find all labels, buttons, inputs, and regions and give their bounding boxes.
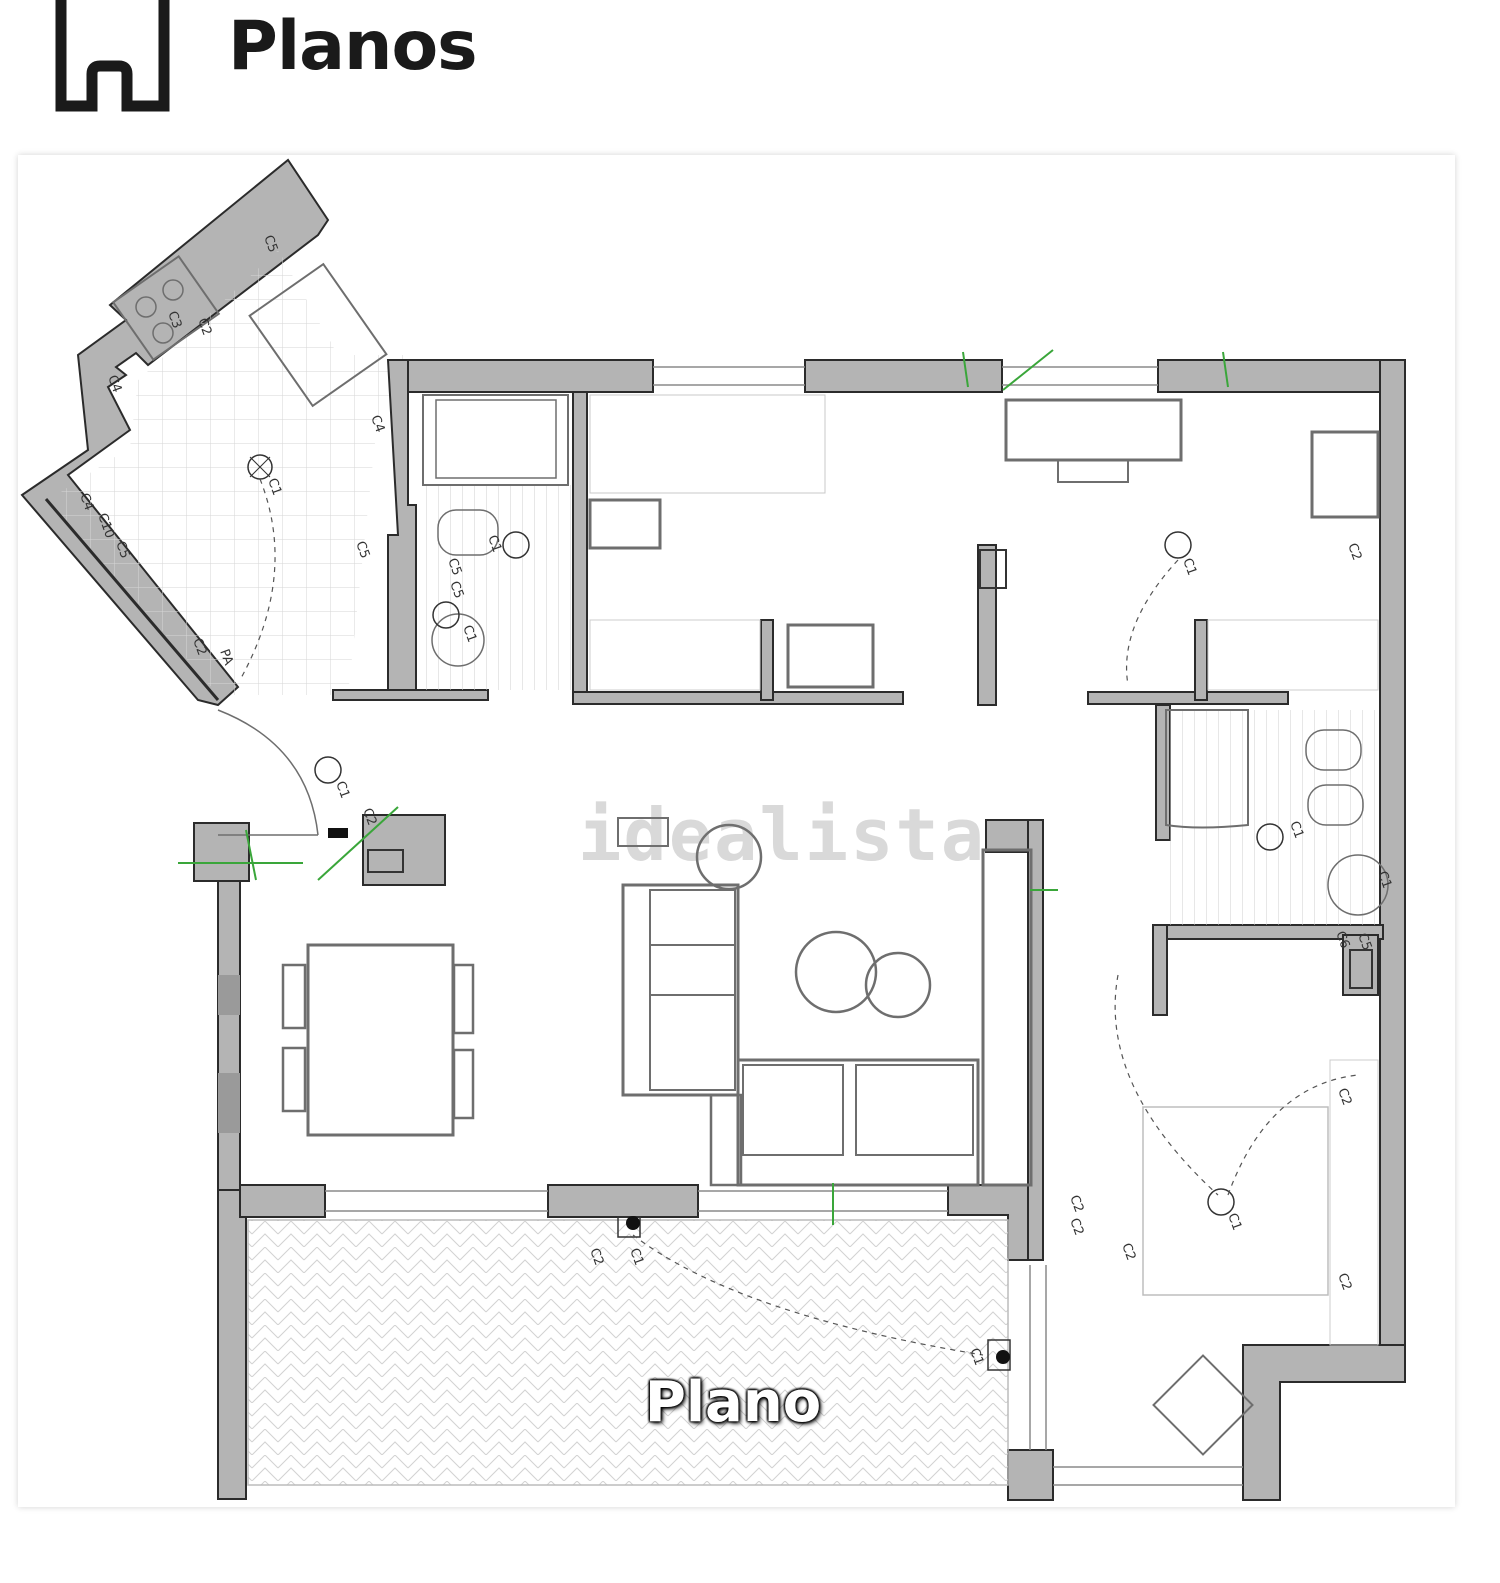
svg-text:C2: C2 xyxy=(359,806,379,827)
svg-text:C1: C1 xyxy=(459,623,479,644)
svg-text:C1: C1 xyxy=(1374,869,1394,890)
plan-caption: Plano xyxy=(644,1370,822,1435)
svg-text:C1: C1 xyxy=(1286,819,1306,840)
svg-text:C1: C1 xyxy=(626,1246,646,1267)
svg-text:C5: C5 xyxy=(260,233,280,254)
svg-text:C4: C4 xyxy=(367,413,387,434)
section-header: Planos xyxy=(0,0,1500,130)
outer-walls xyxy=(193,359,1406,1501)
svg-text:C2: C2 xyxy=(1066,1216,1086,1237)
floorplan-icon xyxy=(55,0,170,112)
svg-text:C2: C2 xyxy=(1334,1271,1354,1292)
circuit-labels: C5 C3 C2 C4 C1 C4 C10 C5 C2 PA C4 C5 C1 … xyxy=(76,233,1394,1367)
svg-text:C5: C5 xyxy=(1354,931,1374,952)
svg-text:C1: C1 xyxy=(332,779,352,800)
svg-text:C4: C4 xyxy=(76,491,96,512)
svg-text:C4: C4 xyxy=(104,373,124,394)
terrace xyxy=(247,1219,1009,1486)
annotation-lines xyxy=(178,349,1229,1225)
svg-text:C1: C1 xyxy=(264,476,284,497)
svg-text:C6: C6 xyxy=(1332,929,1352,950)
svg-text:C2: C2 xyxy=(1344,541,1364,562)
bathtub xyxy=(422,394,569,486)
svg-text:C2: C2 xyxy=(189,636,209,657)
svg-text:PA: PA xyxy=(216,647,236,667)
svg-text:C2: C2 xyxy=(1118,1241,1138,1262)
floor-plan-image[interactable]: C5 C3 C2 C4 C1 C4 C10 C5 C2 PA C4 C5 C1 … xyxy=(18,155,1455,1507)
svg-text:C1: C1 xyxy=(1224,1211,1244,1232)
svg-text:C2: C2 xyxy=(1066,1193,1086,1214)
svg-text:C5: C5 xyxy=(112,539,132,560)
interior-walls xyxy=(332,391,1384,1016)
svg-text:C5: C5 xyxy=(444,556,464,577)
watermark: idealista xyxy=(578,793,987,877)
floor-plan-drawing: C5 C3 C2 C4 C1 C4 C10 C5 C2 PA C4 C5 C1 … xyxy=(20,158,1406,1501)
tv-unit xyxy=(981,848,1033,1187)
svg-text:C1: C1 xyxy=(1179,556,1199,577)
dining-table xyxy=(306,943,455,1137)
page-title: Planos xyxy=(228,7,478,86)
svg-text:C2: C2 xyxy=(586,1246,606,1267)
svg-text:C1: C1 xyxy=(484,533,504,554)
kitchen-wing xyxy=(20,158,418,707)
svg-text:C2: C2 xyxy=(1334,1086,1354,1107)
svg-text:C3: C3 xyxy=(164,309,184,330)
window-lines xyxy=(325,366,1243,1486)
svg-text:C5: C5 xyxy=(352,539,372,560)
svg-text:C1: C1 xyxy=(966,1346,986,1367)
svg-text:C2: C2 xyxy=(194,316,214,337)
sofa xyxy=(621,883,740,1097)
svg-text:C5: C5 xyxy=(446,579,466,600)
